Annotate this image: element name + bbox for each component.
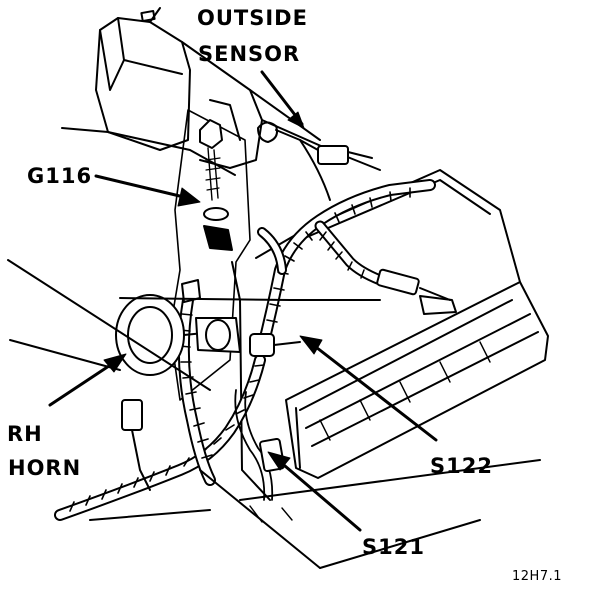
- headlamp: [255, 169, 549, 479]
- figure-code: 12H7.1: [512, 569, 562, 584]
- outside-sensor-label-line1: OUTSIDE: [197, 6, 308, 30]
- outside-sensor-label-line2: SENSOR: [198, 42, 301, 66]
- body-panel: [7, 259, 541, 569]
- outside-sensor: [257, 121, 373, 201]
- callout-arrows: [48, 70, 438, 532]
- rh-horn: [115, 294, 241, 376]
- wiring-harness: [54, 179, 436, 521]
- upper-housing: [61, 7, 381, 176]
- rh-horn-label-line1: RH: [7, 422, 43, 446]
- connectors: [121, 268, 451, 491]
- rh-horn-label-line2: HORN: [8, 456, 82, 480]
- g116-label: G116: [27, 164, 93, 188]
- mounting-bracket: [169, 109, 271, 501]
- s122-label: S122: [430, 454, 493, 478]
- s121-label: S121: [362, 535, 425, 559]
